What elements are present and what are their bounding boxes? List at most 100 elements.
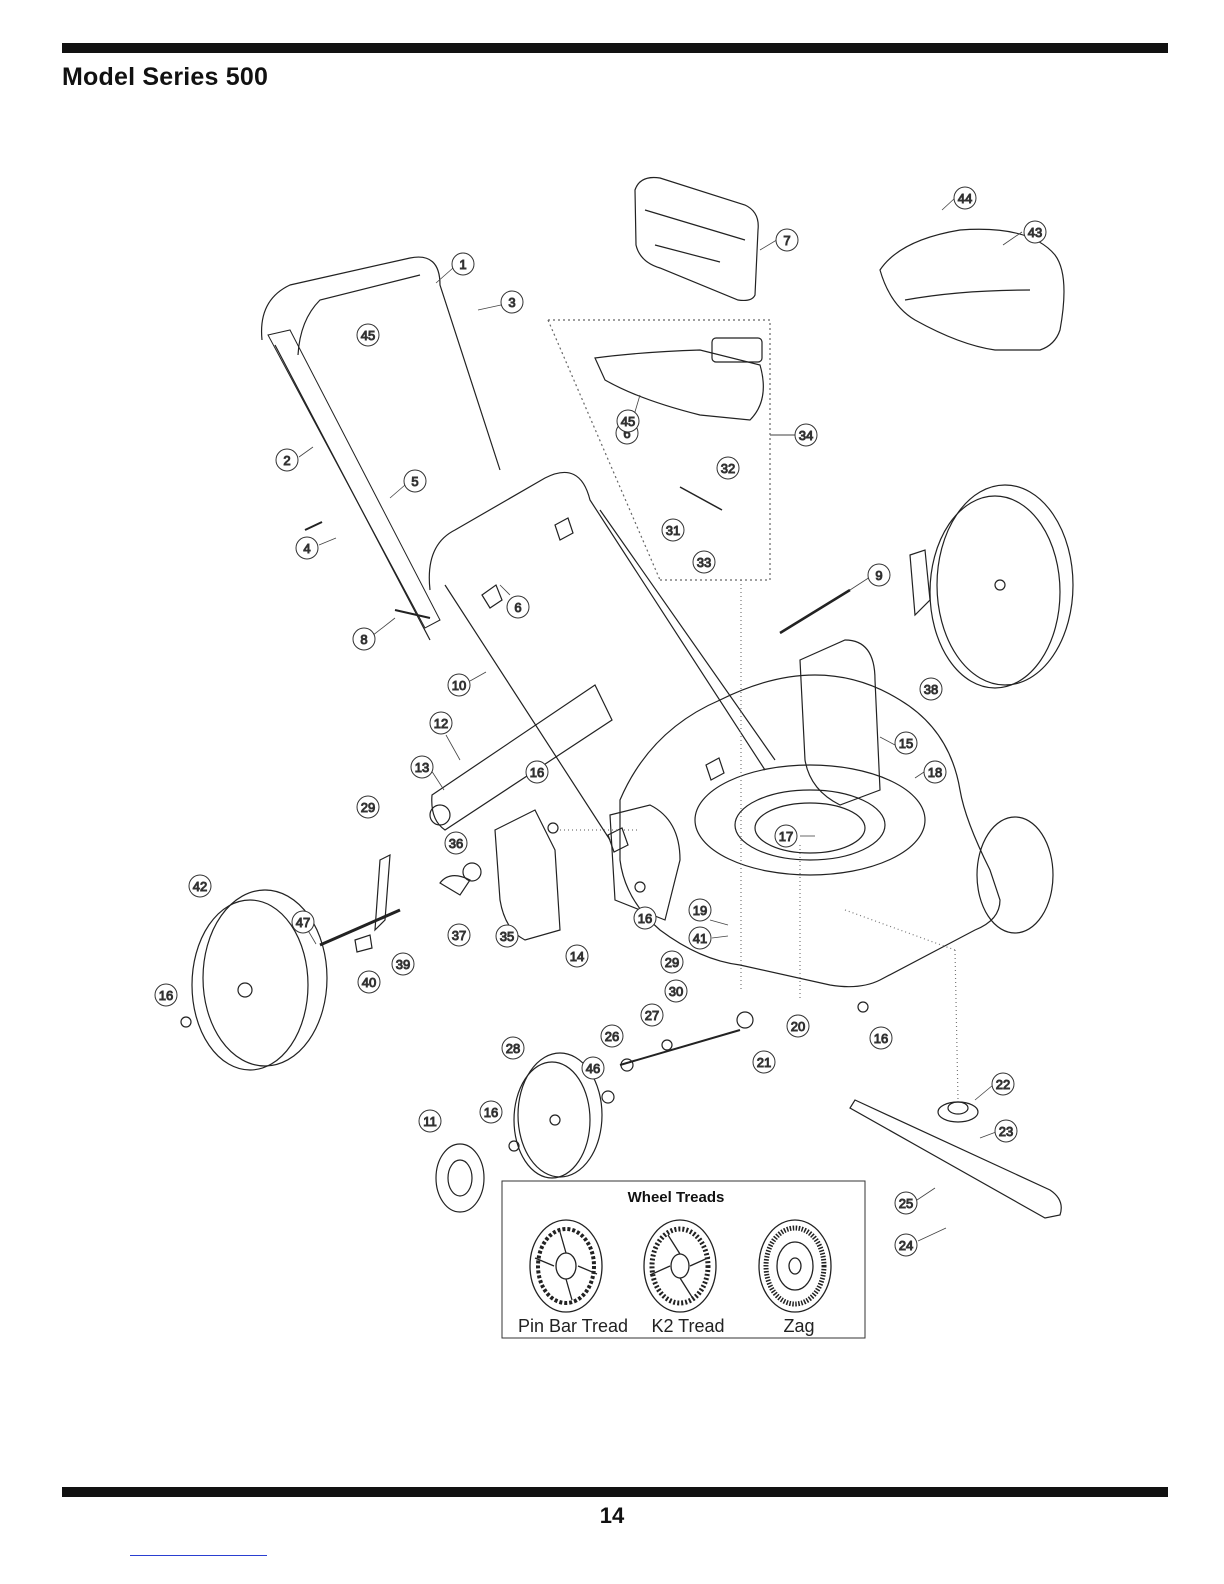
svg-text:23: 23 (999, 1124, 1013, 1139)
svg-text:16: 16 (874, 1031, 888, 1046)
callout: 32 (717, 457, 739, 479)
rear-rod (780, 590, 850, 633)
callout: 6 (507, 596, 529, 618)
callout: 3 (501, 291, 523, 313)
svg-text:36: 36 (449, 836, 463, 851)
svg-text:33: 33 (697, 555, 711, 570)
svg-text:41: 41 (693, 931, 707, 946)
callout: 7 (776, 229, 798, 251)
callout: 45 (617, 410, 639, 432)
page-number: 14 (0, 1503, 1224, 1529)
top-cover (880, 229, 1064, 350)
callout: 28 (502, 1037, 524, 1059)
svg-text:10: 10 (452, 678, 466, 693)
svg-text:28: 28 (506, 1041, 520, 1056)
svg-text:43: 43 (1028, 225, 1042, 240)
svg-text:19: 19 (693, 903, 707, 918)
svg-text:21: 21 (757, 1055, 771, 1070)
callout: 15 (895, 732, 917, 754)
callout: 11 (419, 1110, 441, 1132)
rear-bracket-right (800, 640, 880, 805)
callout: 4 (296, 537, 318, 559)
svg-text:16: 16 (530, 765, 544, 780)
callout: 17 (775, 825, 797, 847)
svg-text:47: 47 (296, 915, 310, 930)
callout: 21 (753, 1051, 775, 1073)
rear-bracket-left (495, 810, 560, 940)
callout: 25 (895, 1192, 917, 1214)
callout: 42 (189, 875, 211, 897)
callout: 12 (430, 712, 452, 734)
callout: 24 (895, 1234, 917, 1256)
svg-text:40: 40 (362, 975, 376, 990)
svg-text:44: 44 (958, 191, 972, 206)
callout: 36 (445, 832, 467, 854)
callout: 46 (582, 1057, 604, 1079)
callout: 19 (689, 899, 711, 921)
svg-text:14: 14 (570, 949, 584, 964)
callout: 34 (795, 424, 817, 446)
tread-name: Zag (783, 1316, 814, 1336)
svg-text:29: 29 (665, 955, 679, 970)
callout: 27 (641, 1004, 663, 1026)
svg-text:12: 12 (434, 716, 448, 731)
svg-text:1: 1 (459, 257, 466, 272)
svg-text:34: 34 (799, 428, 813, 443)
callout: 14 (566, 945, 588, 967)
wheel-treads-inset: Wheel Treads Pin Bar Tread K2 Tr (502, 1181, 865, 1338)
svg-text:16: 16 (159, 988, 173, 1003)
svg-text:20: 20 (791, 1019, 805, 1034)
svg-text:6: 6 (514, 600, 521, 615)
blade-adapter (938, 1102, 978, 1122)
svg-text:29: 29 (361, 800, 375, 815)
svg-text:35: 35 (500, 929, 514, 944)
svg-text:15: 15 (899, 736, 913, 751)
callout: 47 (292, 911, 314, 933)
svg-text:7: 7 (783, 233, 790, 248)
callout: 20 (787, 1015, 809, 1037)
svg-text:37: 37 (452, 928, 466, 943)
callout: 18 (924, 761, 946, 783)
svg-text:16: 16 (638, 911, 652, 926)
svg-text:8: 8 (360, 632, 367, 647)
svg-text:2: 2 (283, 453, 290, 468)
svg-text:16: 16 (484, 1105, 498, 1120)
hubcap (436, 1144, 484, 1212)
callout: 1 (452, 253, 474, 275)
svg-text:22: 22 (996, 1077, 1010, 1092)
callout: 8 (353, 628, 375, 650)
callout: 10 (448, 674, 470, 696)
callout: 35 (496, 925, 518, 947)
svg-text:5: 5 (411, 474, 418, 489)
callout: 16 (480, 1101, 502, 1123)
callout: 29 (661, 951, 683, 973)
svg-text:27: 27 (645, 1008, 659, 1023)
tread-name: K2 Tread (651, 1316, 724, 1336)
svg-text:31: 31 (666, 523, 680, 538)
callout: 13 (411, 756, 433, 778)
upper-handle (262, 257, 500, 640)
callout: 33 (693, 551, 715, 573)
callout: 45 (357, 324, 379, 346)
svg-text:9: 9 (875, 568, 882, 583)
callout: 16 (870, 1027, 892, 1049)
callout: 39 (392, 953, 414, 975)
svg-text:30: 30 (669, 984, 683, 999)
mower-blade (850, 1100, 1061, 1218)
callout: 44 (954, 187, 976, 209)
svg-text:45: 45 (621, 414, 635, 429)
svg-text:17: 17 (779, 829, 793, 844)
svg-text:11: 11 (423, 1114, 437, 1129)
callout: 16 (526, 761, 548, 783)
mulch-plug (595, 350, 763, 420)
callout: 29 (357, 796, 379, 818)
callout: 40 (358, 971, 380, 993)
svg-text:39: 39 (396, 957, 410, 972)
callout: 22 (992, 1073, 1014, 1095)
front-wheel-right (977, 817, 1053, 933)
mower-deck (620, 675, 1000, 987)
callout: 16 (634, 907, 656, 929)
svg-text:25: 25 (899, 1196, 913, 1211)
svg-text:45: 45 (361, 328, 375, 343)
